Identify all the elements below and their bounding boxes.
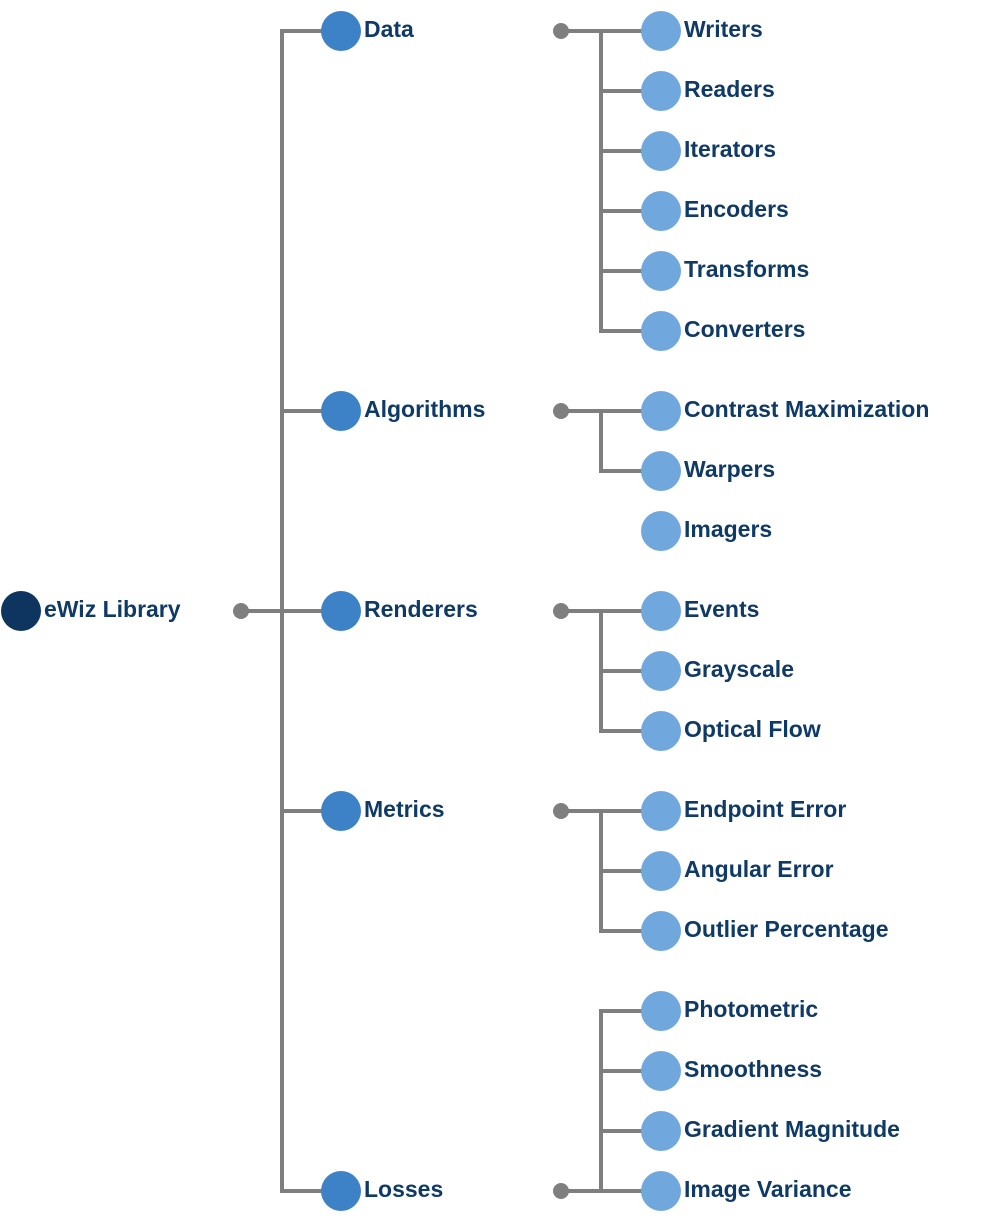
- leaf-node: Outlier Percentage: [641, 911, 889, 951]
- leaf-node: Endpoint Error: [641, 791, 846, 831]
- leaf-node: Warpers: [641, 451, 775, 491]
- leaf-label: Readers: [684, 76, 775, 102]
- leaf-label: Gradient Magnitude: [684, 1116, 900, 1142]
- leaf-node: Angular Error: [641, 851, 834, 891]
- leaf-node-icon: [641, 1051, 681, 1091]
- leaf-node: Transforms: [641, 251, 809, 291]
- branch-node-data: Data: [321, 11, 414, 51]
- leaf-node: Photometric: [641, 991, 818, 1031]
- branch-node-metrics: Metrics: [321, 791, 445, 831]
- leaf-node: Iterators: [641, 131, 776, 171]
- leaf-node-icon: [641, 71, 681, 111]
- junction-dots: [233, 23, 569, 1199]
- leaf-node-icon: [641, 791, 681, 831]
- leaf-node: Converters: [641, 311, 805, 351]
- junction-dot-losses: [553, 1183, 569, 1199]
- leaf-node-icon: [641, 911, 681, 951]
- leaf-label: Optical Flow: [684, 716, 821, 742]
- leaf-node-icon: [641, 591, 681, 631]
- branch-node-icon: [321, 391, 361, 431]
- branch-node-icon: [321, 791, 361, 831]
- leaf-node: Grayscale: [641, 651, 794, 691]
- branch-node-renderers: Renderers: [321, 591, 478, 631]
- leaf-node-icon: [641, 711, 681, 751]
- leaf-label: Image Variance: [684, 1176, 852, 1202]
- leaf-node-icon: [641, 1111, 681, 1151]
- branch-node-losses: Losses: [321, 1171, 443, 1211]
- branch-label-metrics: Metrics: [364, 796, 445, 822]
- leaf-node: Gradient Magnitude: [641, 1111, 900, 1151]
- leaf-label: Smoothness: [684, 1056, 822, 1082]
- leaf-node-icon: [641, 11, 681, 51]
- leaf-node-icon: [641, 1171, 681, 1211]
- leaf-node-icon: [641, 451, 681, 491]
- root-node-icon: [1, 591, 41, 631]
- leaf-label: Events: [684, 596, 759, 622]
- leaf-node-icon: [641, 311, 681, 351]
- leaf-node: Events: [641, 591, 759, 631]
- leaf-node: Imagers: [641, 511, 772, 551]
- leaf-label: Outlier Percentage: [684, 916, 889, 942]
- branch-node-algorithms: Algorithms: [321, 391, 485, 431]
- leaf-label: Iterators: [684, 136, 776, 162]
- leaf-node: Readers: [641, 71, 775, 111]
- branch-node-icon: [321, 11, 361, 51]
- leaf-label: Angular Error: [684, 856, 834, 882]
- leaf-label: Endpoint Error: [684, 796, 846, 822]
- leaf-label: Imagers: [684, 516, 772, 542]
- junction-dot-metrics: [553, 803, 569, 819]
- leaf-node: Writers: [641, 11, 763, 51]
- branch-node-icon: [321, 591, 361, 631]
- leaf-node-icon: [641, 131, 681, 171]
- leaf-node: Optical Flow: [641, 711, 821, 751]
- leaf-label: Photometric: [684, 996, 818, 1022]
- branch-label-data: Data: [364, 16, 414, 42]
- leaf-node-icon: [641, 391, 681, 431]
- junction-dot-algorithms: [553, 403, 569, 419]
- leaf-label: Grayscale: [684, 656, 794, 682]
- branch-label-algorithms: Algorithms: [364, 396, 485, 422]
- leaf-node-icon: [641, 251, 681, 291]
- leaf-node-icon: [641, 851, 681, 891]
- leaf-node-icon: [641, 991, 681, 1031]
- leaf-node: Image Variance: [641, 1171, 852, 1211]
- leaf-label: Encoders: [684, 196, 789, 222]
- leaf-node-icon: [641, 651, 681, 691]
- leaf-node-icon: [641, 511, 681, 551]
- branch-label-losses: Losses: [364, 1176, 443, 1202]
- leaf-label: Warpers: [684, 456, 775, 482]
- branch-label-renderers: Renderers: [364, 596, 478, 622]
- junction-dot-renderers: [553, 603, 569, 619]
- leaf-label: Converters: [684, 316, 805, 342]
- leaf-label: Transforms: [684, 256, 809, 282]
- leaf-node-icon: [641, 191, 681, 231]
- leaf-node: Smoothness: [641, 1051, 822, 1091]
- root-label: eWiz Library: [44, 596, 181, 622]
- leaf-node: Contrast Maximization: [641, 391, 929, 431]
- branch-node-icon: [321, 1171, 361, 1211]
- junction-dot-data: [553, 23, 569, 39]
- leaf-label: Contrast Maximization: [684, 396, 929, 422]
- junction-dot-root: [233, 603, 249, 619]
- leaf-node: Encoders: [641, 191, 789, 231]
- leaf-label: Writers: [684, 16, 763, 42]
- root-node: eWiz Library: [1, 591, 181, 631]
